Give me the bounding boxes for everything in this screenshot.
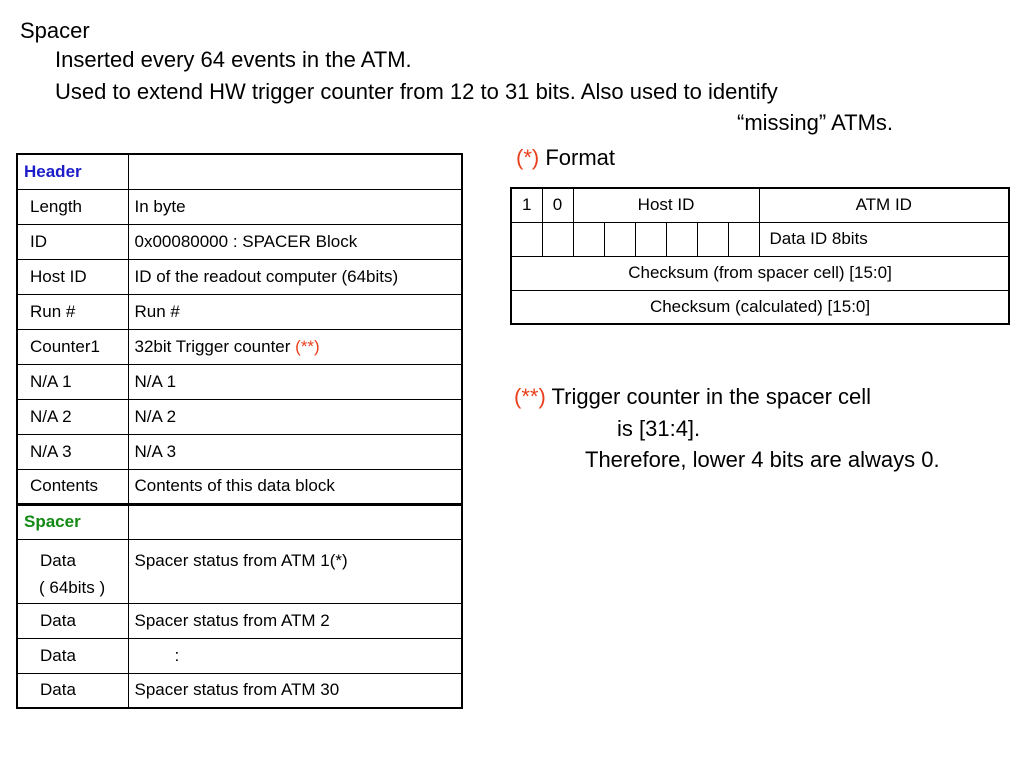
spacer-section-label: Spacer — [16, 502, 129, 540]
field-name: Host ID — [16, 258, 129, 295]
bit-cell — [634, 221, 667, 257]
atm-id-cell: ATM ID — [758, 187, 1010, 223]
note-text-1: Trigger counter in the spacer cell — [551, 384, 872, 409]
field-name: Counter1 — [16, 328, 129, 365]
field-name: N/A 1 — [16, 363, 129, 400]
field-name: Data — [16, 637, 129, 674]
table-row: Run # Run # — [16, 293, 463, 330]
bit-0-cell: 0 — [541, 187, 574, 223]
field-desc: 0x00080000 : SPACER Block — [127, 223, 463, 260]
intro-line-2: Used to extend HW trigger counter from 1… — [55, 79, 778, 104]
format-table: 1 0 Host ID ATM ID Data ID 8bits Checksu… — [510, 187, 1011, 325]
field-desc: Spacer status from ATM 1(*) — [127, 538, 463, 604]
intro-line-3: “missing” ATMs. — [737, 110, 894, 135]
spacer-block-table: Header Length In byte ID 0x00080000 : SP… — [16, 153, 463, 709]
field-name: N/A 2 — [16, 398, 129, 435]
table-row: Data ( 64bits ) Spacer status from ATM 1… — [16, 538, 463, 604]
table-row: Data Spacer status from ATM 2 — [16, 602, 463, 639]
table-row: Length In byte — [16, 188, 463, 225]
field-desc: In byte — [127, 188, 463, 225]
counter-marker: (**) — [295, 336, 320, 356]
bit-cell — [510, 221, 543, 257]
field-desc: Spacer status from ATM 2 — [127, 602, 463, 639]
table-row: Header — [16, 153, 463, 190]
table-row: Counter1 32bit Trigger counter (**) — [16, 328, 463, 365]
header-section-label: Header — [16, 153, 129, 190]
field-desc: 32bit Trigger counter (**) — [127, 328, 463, 365]
checksum-calculated-cell: Checksum (calculated) [15:0] — [510, 289, 1010, 325]
table-row: Data Spacer status from ATM 30 — [16, 672, 463, 709]
note-line-1: (**) Trigger counter in the spacer cell — [514, 384, 871, 410]
field-name: Length — [16, 188, 129, 225]
field-name: Data — [16, 672, 129, 709]
data-id-cell: Data ID 8bits — [758, 221, 1010, 257]
table-cell — [127, 153, 463, 190]
data-size-label: ( 64bits ) — [39, 577, 106, 597]
bit-cell — [541, 221, 574, 257]
table-row: Data ID 8bits — [510, 221, 1010, 257]
intro-line-1: Inserted every 64 events in the ATM. — [55, 47, 412, 72]
field-desc: N/A 3 — [127, 433, 463, 470]
field-desc: N/A 2 — [127, 398, 463, 435]
format-heading: (*) Format — [516, 145, 615, 171]
bit-cell — [727, 221, 760, 257]
note-marker: (**) — [514, 384, 546, 409]
slide-title: Spacer — [20, 18, 90, 43]
note-line-2: is [31:4]. — [617, 416, 701, 441]
table-row: Spacer — [16, 502, 463, 540]
field-desc: Spacer status from ATM 30 — [127, 672, 463, 709]
table-row: Host ID ID of the readout computer (64bi… — [16, 258, 463, 295]
table-row: Data : — [16, 637, 463, 674]
field-name: Contents — [16, 468, 129, 505]
field-name: ID — [16, 223, 129, 260]
host-id-cell: Host ID — [572, 187, 760, 223]
field-desc: Contents of this data block — [127, 468, 463, 505]
bit-1-cell: 1 — [510, 187, 543, 223]
table-row: Checksum (from spacer cell) [15:0] — [510, 255, 1010, 291]
bit-cell — [603, 221, 636, 257]
table-row: N/A 2 N/A 2 — [16, 398, 463, 435]
counter-desc: 32bit Trigger counter — [134, 336, 291, 356]
table-row: Checksum (calculated) [15:0] — [510, 289, 1010, 325]
format-label: Format — [545, 145, 616, 170]
field-desc: N/A 1 — [127, 363, 463, 400]
table-row: N/A 1 N/A 1 — [16, 363, 463, 400]
data-label: Data — [40, 550, 76, 570]
field-name: Data — [16, 602, 129, 639]
format-marker: (*) — [516, 145, 540, 170]
field-desc: ID of the readout computer (64bits) — [127, 258, 463, 295]
bit-cell — [665, 221, 698, 257]
table-cell — [127, 502, 463, 540]
bit-cell — [572, 221, 605, 257]
bit-cell — [696, 221, 729, 257]
table-row: 1 0 Host ID ATM ID — [510, 187, 1010, 223]
table-row: ID 0x00080000 : SPACER Block — [16, 223, 463, 260]
checksum-spacer-cell: Checksum (from spacer cell) [15:0] — [510, 255, 1010, 291]
field-desc: Run # — [127, 293, 463, 330]
field-name: N/A 3 — [16, 433, 129, 470]
field-name: Run # — [16, 293, 129, 330]
field-desc: : — [127, 637, 463, 674]
note-line-3: Therefore, lower 4 bits are always 0. — [585, 447, 940, 472]
table-row: N/A 3 N/A 3 — [16, 433, 463, 470]
table-row: Contents Contents of this data block — [16, 468, 463, 505]
field-name: Data ( 64bits ) — [16, 538, 129, 604]
